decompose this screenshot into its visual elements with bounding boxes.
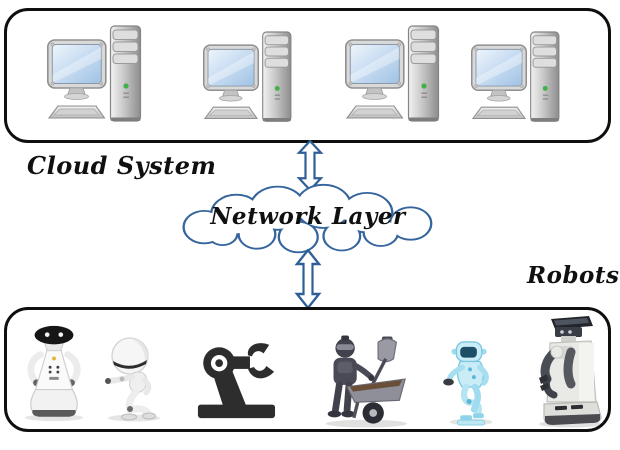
desktop-computer-icon [345,25,445,127]
double-headed-arrow-icon [293,249,323,309]
cloud-outline-icon [182,183,433,254]
cloud-system-box [4,8,611,143]
network-layer-cloud: Network Layer [179,183,437,255]
pr2-mobile-robot-icon [539,316,603,428]
network-layer-label: Network Layer [210,203,406,230]
robots-box [4,307,611,432]
wheelbarrow-robot-icon [325,335,408,428]
desktop-computer-icon [47,25,147,127]
desktop-computer-icon [471,31,565,127]
robots-label: Robots [527,262,620,289]
desktop-computer-icon [203,31,297,127]
blue-humanoid-robot-icon [443,341,493,426]
cloud-system-label: Cloud System [27,151,217,180]
white-humanoid-robot-icon [105,337,160,422]
service-robot-icon [24,325,84,422]
industrial-robot-arm-icon [197,343,276,419]
